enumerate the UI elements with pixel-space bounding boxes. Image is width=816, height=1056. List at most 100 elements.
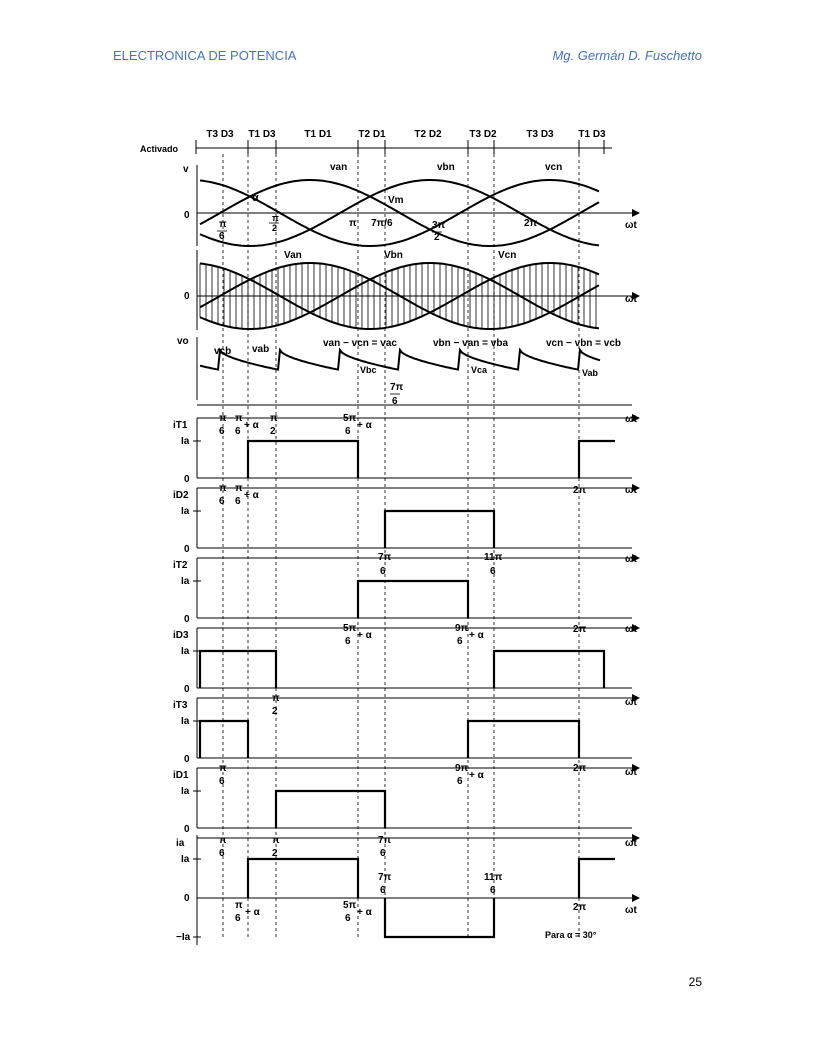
vbn-wave <box>199 179 600 247</box>
level-zero: 0 <box>184 474 190 485</box>
ia-label: π <box>272 835 280 846</box>
panel-label: + α <box>357 420 373 431</box>
panel-label: 6 <box>457 776 463 787</box>
current-pulse <box>492 649 606 688</box>
vcn-wave-2 <box>199 262 600 330</box>
axis-arrow <box>632 694 640 702</box>
conduction-label: T1 D3 <box>248 129 276 140</box>
wave-label: Van <box>284 250 302 261</box>
wave-label: van <box>330 162 347 173</box>
ia-label: 6 <box>490 885 496 896</box>
panel-ylabel: iD3 <box>173 630 189 641</box>
level-ia: Ia <box>181 786 190 797</box>
ia-label: + α <box>245 907 261 918</box>
panel-label: π <box>219 483 227 494</box>
wave-label: 6 <box>392 396 398 407</box>
axis-arrow <box>632 834 640 842</box>
panel-label: π <box>270 413 278 424</box>
current-pulse <box>383 509 496 548</box>
wave-label: 2π <box>524 218 538 229</box>
wave-label: vbn <box>437 162 455 173</box>
panel-label: π <box>272 693 280 704</box>
wave-label: vcn <box>545 162 562 173</box>
ia-label: 2π <box>573 902 587 913</box>
wave-label: Vca <box>471 365 488 375</box>
ia-positive-pulse <box>246 857 360 898</box>
ia-label: + α <box>357 907 373 918</box>
wave-label: 0 <box>184 291 190 302</box>
ia-label: ωt <box>625 905 637 916</box>
ia-negative-pulse <box>383 898 496 939</box>
wave-label: 7π/6 <box>371 218 393 229</box>
panel-label: 5π <box>343 413 357 424</box>
axis-arrow <box>632 894 640 902</box>
panel-label: + α <box>244 490 260 501</box>
panel-label: ωt <box>625 624 637 635</box>
header-title: ELECTRONICA DE POTENCIA <box>113 48 297 63</box>
alpha-note: Para α = 30° <box>545 930 597 940</box>
axis-arrow <box>632 764 640 772</box>
ia-positive-pulse-2 <box>577 857 615 898</box>
ia-label: 6 <box>345 913 351 924</box>
panel-ylabel: iD2 <box>173 490 189 501</box>
panel-label: 6 <box>345 426 351 437</box>
ia-label: 6 <box>219 848 225 859</box>
conduction-label: T3 D3 <box>206 129 234 140</box>
wave-label: ωt <box>625 294 637 305</box>
axis-arrow <box>632 209 640 217</box>
level-ia: Ia <box>181 506 190 517</box>
ia-ylabel: ia <box>176 838 185 849</box>
panel-ylabel: iT1 <box>173 420 188 431</box>
page-number: 25 <box>688 975 702 989</box>
level-ia: Ia <box>181 436 190 447</box>
panel-label: ωt <box>625 767 637 778</box>
wave-label: 0 <box>184 210 190 221</box>
wave-label: 3π <box>432 220 446 231</box>
wave-label: Vbn <box>384 250 403 261</box>
wave-label: π <box>349 218 357 229</box>
panel-label: 5π <box>343 623 357 634</box>
conduction-label: T1 D1 <box>304 129 332 140</box>
panel-label: 11π <box>484 552 503 563</box>
current-pulse <box>246 439 360 478</box>
panel-label: π <box>235 413 243 424</box>
panel-label: ωt <box>625 485 637 496</box>
panel-label: 6 <box>219 496 225 507</box>
panel-label: 6 <box>457 636 463 647</box>
ia-label: 11π <box>484 872 503 883</box>
ia-label: 6 <box>380 885 386 896</box>
current-pulse <box>274 789 387 828</box>
wave-label: vcn − vbn = vcb <box>546 338 621 349</box>
wave-label: vcb <box>214 346 231 357</box>
panel-label: 9π <box>455 763 469 774</box>
current-pulse <box>198 649 278 688</box>
conduction-label: T3 D2 <box>469 129 497 140</box>
wave-label: π <box>272 213 279 223</box>
current-pulse <box>356 579 470 618</box>
panel-label: π <box>219 413 227 424</box>
ia-level: Ia <box>181 854 190 865</box>
conduction-label: T2 D1 <box>358 129 386 140</box>
panel-label: 6 <box>490 566 496 577</box>
level-zero: 0 <box>184 544 190 555</box>
wave-label: α <box>252 192 259 204</box>
panel-label: ωt <box>625 554 637 565</box>
ia-label: π <box>219 835 227 846</box>
ia-label: 7π <box>378 835 392 846</box>
wave-label: 6 <box>219 231 225 242</box>
level-zero: 0 <box>184 684 190 695</box>
ia-label: 6 <box>380 848 386 859</box>
axis-arrow <box>632 624 640 632</box>
wave-label: π <box>219 219 227 230</box>
wave-label: vbn − van = vba <box>433 338 508 349</box>
wave-label: ωt <box>625 220 637 231</box>
panel-ylabel: iD1 <box>173 770 189 781</box>
ia-label: 7π <box>378 872 392 883</box>
wave-label: van − vcn = vac <box>323 338 397 349</box>
panel-label: 6 <box>219 426 225 437</box>
activado-label: Activado <box>140 144 179 154</box>
current-pulse <box>466 719 581 758</box>
panel-ylabel: iT3 <box>173 700 188 711</box>
